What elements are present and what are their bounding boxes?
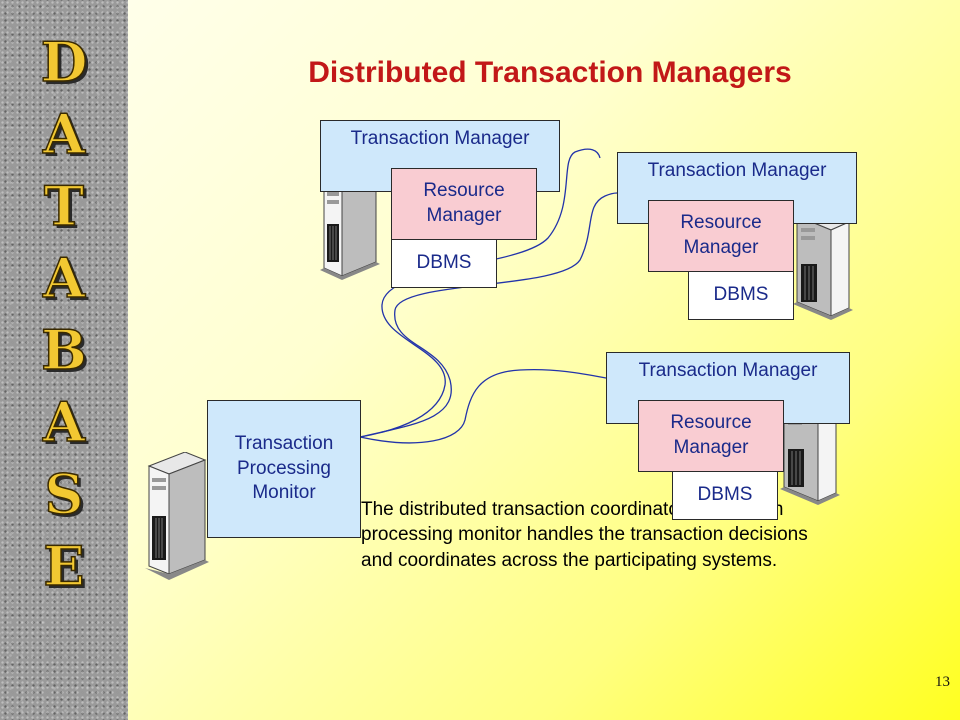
resource-manager-label: Resource Manager xyxy=(423,180,505,226)
slide-title: Distributed Transaction Managers xyxy=(308,56,792,89)
wordmark-letter: B xyxy=(40,317,87,383)
wordmark-letter: S xyxy=(44,461,85,527)
dbms-box: DBMS xyxy=(688,270,794,320)
dbms-box: DBMS xyxy=(672,470,778,520)
transaction-manager-label: Transaction Manager xyxy=(647,160,827,181)
wordmark-letter: D xyxy=(40,29,88,95)
vertical-database-wordmark: D A T A B A S E xyxy=(34,26,94,602)
resource-manager-box: Resource Manager xyxy=(638,400,784,472)
description-text: The distributed transaction coordinator/… xyxy=(361,499,808,571)
server-tower-icon xyxy=(793,208,853,320)
dbms-label: DBMS xyxy=(697,483,753,505)
page-number: 13 xyxy=(935,674,950,690)
wordmark-letter: A xyxy=(42,101,85,167)
transaction-processing-monitor-label: Transaction Processing Monitor xyxy=(234,432,334,504)
resource-manager-label: Resource Manager xyxy=(680,212,762,258)
dbms-label: DBMS xyxy=(416,251,472,273)
resource-manager-label: Resource Manager xyxy=(670,412,752,458)
dbms-label: DBMS xyxy=(713,283,769,305)
transaction-processing-monitor-box: Transaction Processing Monitor xyxy=(207,400,361,538)
wordmark-letter: T xyxy=(43,173,85,239)
dbms-box: DBMS xyxy=(391,238,497,288)
connector-to-lower-tm xyxy=(359,368,607,444)
wordmark-letter: A xyxy=(42,245,85,311)
resource-manager-box: Resource Manager xyxy=(391,168,537,240)
connector-to-right-tm xyxy=(359,192,618,438)
resource-manager-box: Resource Manager xyxy=(648,200,794,272)
transaction-manager-label: Transaction Manager xyxy=(350,128,530,149)
sidebar-texture: D A T A B A S E xyxy=(0,0,128,720)
wordmark-letter: A xyxy=(42,389,85,455)
transaction-manager-label: Transaction Manager xyxy=(638,360,818,381)
server-tower-icon xyxy=(145,452,209,580)
wordmark-letter: E xyxy=(43,533,86,599)
